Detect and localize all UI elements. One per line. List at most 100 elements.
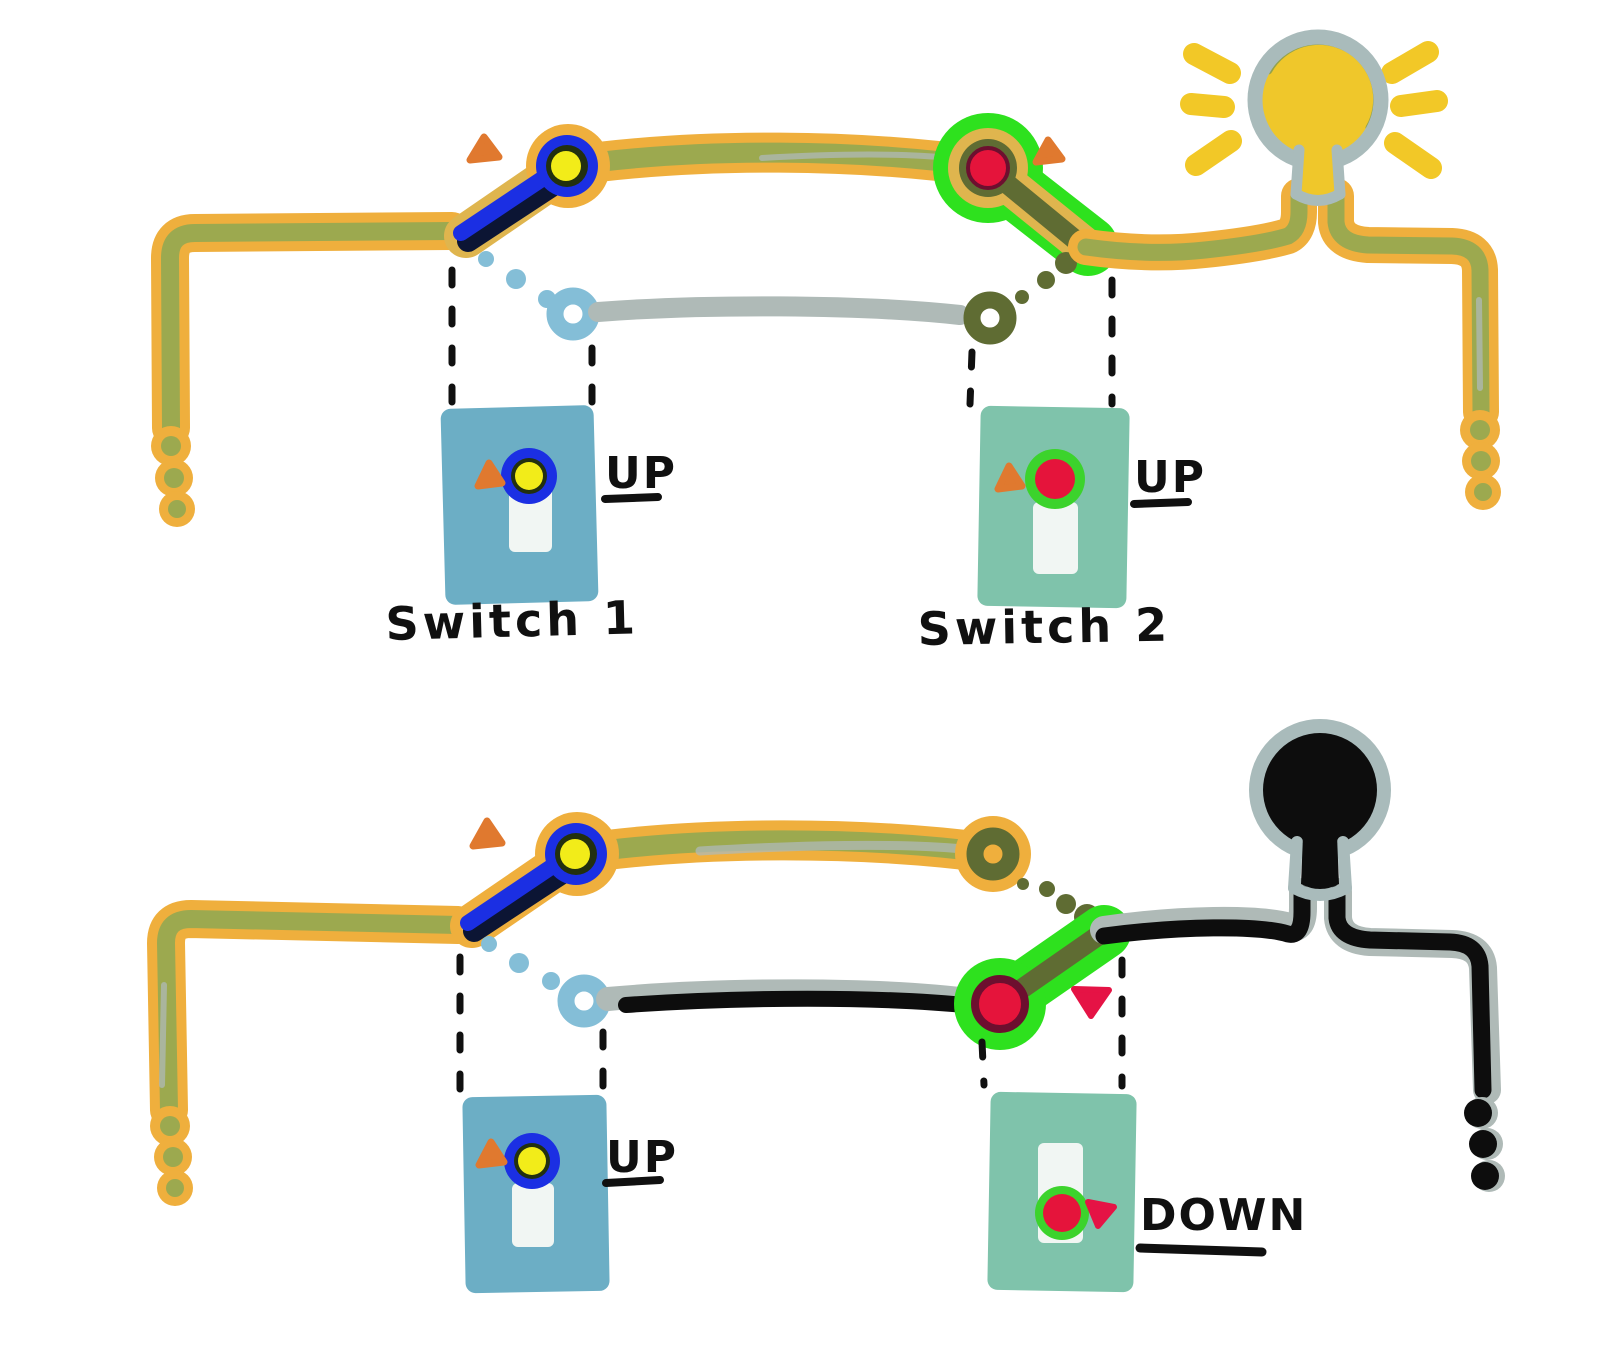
wire-highlight — [759, 151, 955, 161]
wire-off-core — [1328, 885, 1492, 1099]
open-contact-trail — [963, 252, 1077, 345]
trail-dot — [509, 953, 529, 973]
contact-halo — [955, 816, 1031, 892]
dashed-line — [966, 348, 976, 408]
wire-hot-sheath — [1318, 178, 1499, 430]
contact-ring-olive — [966, 827, 1020, 881]
up-marker-triangle — [1032, 136, 1066, 166]
neck-outline-right — [1331, 144, 1346, 200]
wire-hot-core — [558, 142, 996, 177]
up-marker-triangle — [475, 1138, 508, 1169]
projection-dashes — [448, 266, 1116, 408]
ray — [1185, 130, 1242, 176]
up-marker-triangle — [466, 133, 503, 164]
knob-red — [1035, 459, 1075, 499]
ray — [1381, 41, 1439, 84]
trail-dot — [481, 936, 497, 952]
switch1-state-label: UP — [606, 1132, 678, 1183]
switch2-plate — [987, 1091, 1137, 1293]
bulb-neck — [1297, 147, 1339, 199]
wire-highlight — [695, 840, 967, 856]
neck-outline-left — [1290, 144, 1305, 200]
trail-dot — [542, 972, 560, 990]
trail-dot — [1039, 881, 1055, 897]
bead-core — [164, 468, 184, 488]
underline — [1130, 498, 1192, 508]
traveler-bottom-wire — [588, 296, 970, 325]
wire-hot-core — [161, 222, 461, 437]
ray — [1180, 93, 1235, 118]
bead — [1469, 1130, 1497, 1158]
traveler-top-wire — [548, 132, 1006, 187]
underline — [601, 493, 662, 503]
source-wire-left — [151, 212, 471, 527]
wire-to-bulb — [1068, 178, 1317, 271]
dashed-line — [978, 1038, 988, 1089]
source-beads — [151, 426, 195, 527]
bulb-off — [1249, 719, 1391, 901]
bead — [1471, 1162, 1499, 1190]
knob-red — [1043, 1194, 1081, 1232]
neck-outline-right — [1337, 836, 1352, 894]
trail-dot — [1037, 271, 1055, 289]
bead-core — [161, 436, 181, 456]
bulb-on — [1180, 29, 1448, 206]
light-rays — [1180, 41, 1448, 179]
bulb-neck-dark — [1301, 836, 1339, 889]
ray — [1384, 132, 1442, 179]
switch2-name-label: Switch 2 — [917, 598, 1171, 656]
open-contact-trail — [481, 936, 611, 1028]
wire-hot-core — [1327, 187, 1490, 421]
pivot-knob-red — [966, 146, 1010, 190]
contact-ring-blue — [546, 287, 600, 341]
bead-core — [168, 500, 186, 518]
switch1-state-label: UP — [605, 448, 677, 499]
knob-yellow — [515, 462, 543, 490]
return-wire-right — [1324, 878, 1505, 1192]
source-wire-left — [147, 900, 477, 1206]
open-contact-trail — [478, 251, 600, 341]
trail-dot — [1015, 290, 1029, 304]
switch2-mechanism — [954, 905, 1131, 1050]
wire-hot-core — [1077, 187, 1308, 261]
neck-outline-left — [1288, 836, 1303, 894]
up-marker-triangle — [994, 462, 1026, 493]
wire-off-core — [618, 990, 982, 1014]
circuit-light-off: UP DOWN — [147, 719, 1505, 1294]
switch1-mechanism — [444, 124, 610, 341]
switch1-name-label: Switch 1 — [385, 590, 640, 651]
bead — [1464, 1099, 1492, 1127]
wire-hot-core — [157, 910, 467, 1119]
wire-hot-sheath — [147, 900, 477, 1129]
underline — [1135, 1243, 1267, 1257]
traveler-bottom-wire — [596, 979, 988, 1014]
switch1-plate — [440, 405, 599, 605]
up-marker-triangle — [469, 817, 506, 850]
switch2-state-label: DOWN — [1140, 1190, 1307, 1241]
wire-highlight — [1476, 297, 1483, 391]
bead-core — [1470, 420, 1490, 440]
knob-yellow — [518, 1147, 546, 1175]
trail-dot — [1017, 878, 1029, 890]
bulb-glass-dark — [1263, 733, 1377, 847]
bead-core — [1474, 483, 1492, 501]
wire-off-core — [1095, 885, 1311, 945]
switch1-plate — [462, 1094, 610, 1294]
neck-socket — [1290, 188, 1346, 206]
underline — [602, 1176, 664, 1187]
circuit-light-on: UP Switch 1 UP Switch 2 — [151, 29, 1501, 656]
switch2-mechanism — [933, 113, 1118, 345]
ray — [1390, 90, 1448, 117]
trail-dot — [1056, 894, 1076, 914]
switch2-open-contact — [955, 816, 1100, 930]
wire-to-bulb — [1090, 878, 1317, 945]
down-marker-triangle — [1085, 1199, 1117, 1229]
wire-neutral-sheath — [1324, 878, 1501, 1104]
pivot-knob-yellow — [560, 839, 590, 869]
wire-highlight — [159, 982, 167, 1088]
up-marker-triangle — [474, 459, 506, 490]
ray — [1183, 43, 1241, 84]
switch2-plate — [977, 405, 1130, 609]
